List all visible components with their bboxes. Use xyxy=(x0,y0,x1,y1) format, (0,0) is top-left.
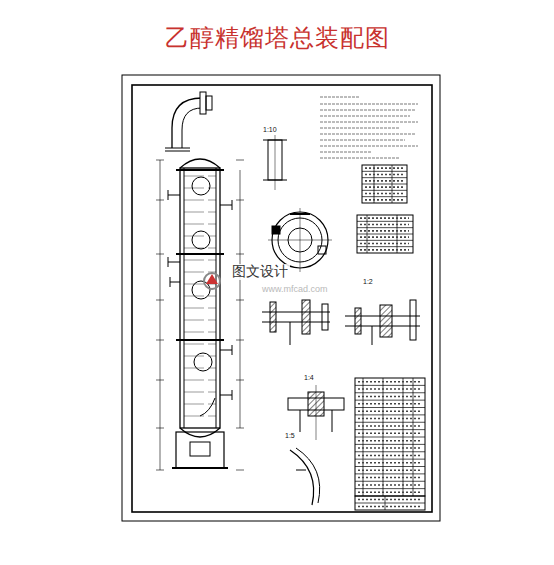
scale-label: 1:2 xyxy=(362,278,374,286)
watermark-url: www.mfcad.com xyxy=(262,285,328,295)
detail-view-1-4 xyxy=(288,385,344,440)
flange-detail-left xyxy=(262,300,330,345)
detail-view-1-5 xyxy=(290,448,320,505)
column-shell xyxy=(156,159,244,470)
technical-notes xyxy=(320,97,418,158)
watermark: 图文设计 xyxy=(230,264,290,279)
drawing-title: 乙醇精馏塔总装配图 xyxy=(165,25,390,51)
data-tables xyxy=(357,165,413,253)
flange-detail-right xyxy=(345,300,420,345)
scale-label: 1:5 xyxy=(284,432,296,440)
parts-list-table xyxy=(355,378,425,510)
scale-label: 1:10 xyxy=(262,126,278,134)
top-vapour-elbow xyxy=(165,92,212,151)
section-top-view xyxy=(268,208,332,272)
outer-frame xyxy=(122,75,440,521)
watermark-logo xyxy=(204,273,220,289)
scale-label: 1:4 xyxy=(303,374,315,382)
detail-view-1 xyxy=(263,135,287,190)
inner-frame xyxy=(132,85,432,512)
